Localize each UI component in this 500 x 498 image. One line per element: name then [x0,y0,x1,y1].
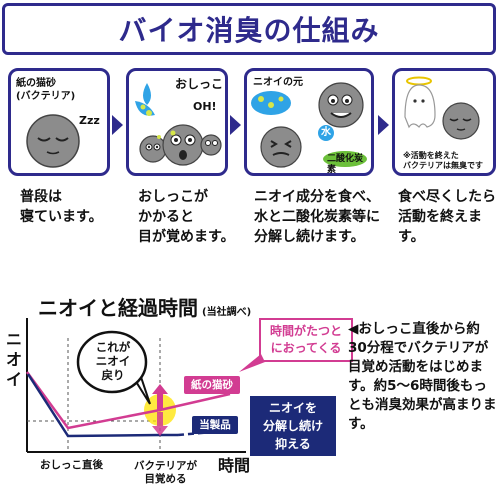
x-tick-urination: おしっこ直後 [40,459,103,471]
step-caption-3: ニオイ成分を食べ、 水と二酸化炭素等に 分解し続けます。 [254,189,380,245]
panel-label: 紙の猫砂 (バクテリア) [16,78,76,102]
odor-source-label: ニオイの元 [253,77,303,88]
x-axis-label: 時間 [218,456,251,475]
series-ours-label: 当製品 [192,416,238,434]
step-panel-finished: ※活動を終えた バクテリアは無臭です [392,68,496,176]
step-caption-4: 食べ尽くしたら 活動を終えます。 [398,189,496,245]
sleep-sound: Zzz [79,114,100,127]
callout-keeps-suppressing: ニオイを 分解し続け 抑える [250,396,336,456]
step-panel-decomposing: ニオイの元 水 二酸化炭素 [244,68,374,176]
explanation-note: ◀おしっこ直後から約30分程でバクテリアが目覚め活動をはじめます。約5〜6時間後… [348,321,497,432]
finished-bacteria-illustration [404,76,480,140]
step-panel-waking: おしっこ OH! [126,68,228,176]
decomposing-bacteria-illustration [251,82,367,168]
odorless-note: ※活動を終えた バクテリアは無臭です [403,151,483,170]
urine-label: おしっこ [175,77,224,91]
chart-subtitle: (当社調べ) [202,307,252,318]
chart-title-text: ニオイと経過時間 [38,296,198,320]
series-ours-line [26,373,178,438]
step-panel-sleeping: 紙の猫砂 (バクテリア) Zzz [8,68,110,176]
callout-pointer-icon [239,354,265,372]
sleeping-bacteria-illustration [26,114,80,168]
callout-bubble [76,330,148,394]
series-paper-label: 紙の猫砂 [184,376,240,394]
rise-arrow-down-icon [152,412,168,436]
odor-time-chart [25,318,246,453]
chart-title: ニオイと経過時間 (当社調べ) [38,292,251,321]
y-axis-label: ニオイ [6,330,23,389]
arrow-icon [378,115,389,135]
callout-odor-return: これが ニオイ 戻り [95,340,131,382]
series-paper-line [25,371,231,430]
wake-sound: OH! [193,100,217,113]
page-title: バイオ消臭の仕組み [2,3,496,55]
waking-bacteria-illustration [135,83,222,166]
step-caption-1: 普段は 寝ています。 [20,189,103,225]
co2-label: 二酸化炭素 [327,154,364,175]
arrow-icon [230,115,241,135]
water-label: 水 [321,127,331,138]
rise-arrow-icon [152,384,168,410]
step-caption-2: おしっこが かかると 目が覚めます。 [138,189,235,245]
x-tick-wake: バクテリアが 目覚める [134,460,197,485]
arrow-icon [112,115,123,135]
callout-odor-increases: 時間がたつと におってくる [259,318,353,362]
